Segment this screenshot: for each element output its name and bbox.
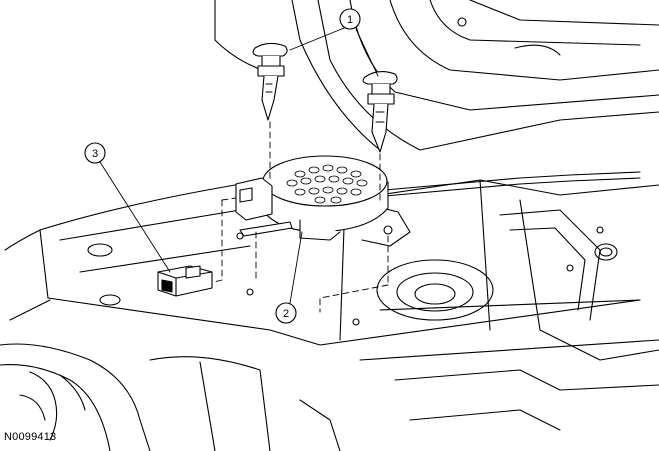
callout-3-label: 3 <box>92 148 98 160</box>
callout-3: 3 <box>84 142 106 164</box>
callout-2: 2 <box>275 302 297 324</box>
callout-2-label: 2 <box>283 308 289 320</box>
speaker-grille <box>286 164 368 204</box>
alignment-lines <box>213 121 389 313</box>
callout-1: 1 <box>339 8 361 30</box>
push-pin-fastener-left <box>252 42 288 121</box>
callout-leaders <box>99 27 379 304</box>
electrical-connector <box>157 265 213 297</box>
push-pin-fastener-right <box>362 71 398 153</box>
figure-id: N0099413 <box>4 431 57 443</box>
callout-1-label: 1 <box>347 14 353 26</box>
speaker-assembly <box>235 155 411 247</box>
